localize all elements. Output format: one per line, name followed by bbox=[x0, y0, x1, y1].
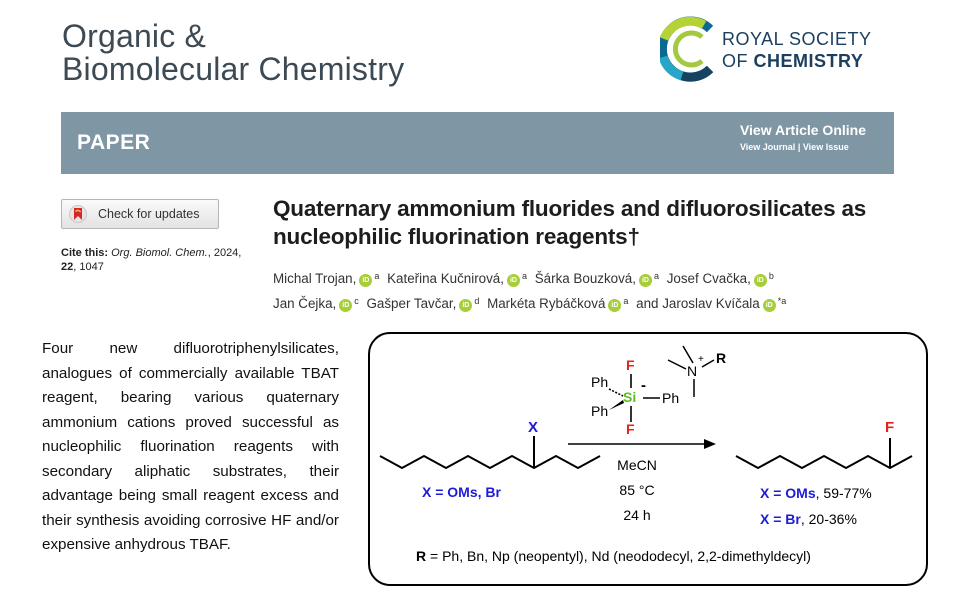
reagent-f-top: F bbox=[626, 357, 635, 373]
product-chain bbox=[735, 454, 913, 470]
cation-charge-plus: + bbox=[698, 354, 704, 365]
reactant-atom-x: X bbox=[528, 419, 538, 436]
bookmark-refresh-icon bbox=[69, 205, 87, 223]
orcid-icon[interactable]: iD bbox=[753, 274, 767, 287]
cation-r-bond bbox=[701, 359, 715, 368]
reagent-ph-left-bottom: Ph bbox=[591, 403, 608, 419]
reagent-si: Si bbox=[623, 389, 636, 405]
article-title: Quaternary ammonium fluorides and difluo… bbox=[273, 196, 867, 249]
view-article-online-link[interactable]: View Article Online bbox=[739, 122, 866, 138]
author-3[interactable]: Josef Cvačka, bbox=[666, 271, 751, 286]
cation-n: N bbox=[687, 363, 697, 379]
author-5-affiliation: d bbox=[474, 296, 480, 306]
journal-title-line2: Biomolecular Chemistry bbox=[62, 51, 405, 87]
orcid-icon[interactable]: iD bbox=[506, 274, 520, 287]
yield-br: X = Br, 20-36% bbox=[760, 511, 857, 527]
r-definition-text: = Ph, Bn, Np (neopentyl), Nd (neododecyl… bbox=[426, 548, 811, 564]
link-separator: | bbox=[795, 142, 803, 152]
author-6-affiliation: a bbox=[623, 296, 629, 306]
reagent-ph-wedge-bond bbox=[609, 400, 624, 410]
yield-oms-label: X = OMs bbox=[760, 485, 816, 501]
author-7-affiliation: *a bbox=[777, 296, 787, 306]
yield-oms: X = OMs, 59-77% bbox=[760, 485, 872, 501]
publisher-line1: ROYAL SOCIETY bbox=[722, 29, 872, 49]
author-0[interactable]: Michal Trojan, bbox=[273, 271, 357, 286]
author-7[interactable]: and Jaroslav Kvíčala bbox=[636, 296, 760, 311]
yield-oms-value: , 59-77% bbox=[816, 485, 872, 501]
reagent-ph-left-top: Ph bbox=[591, 374, 608, 390]
article-type-label: PAPER bbox=[77, 131, 151, 154]
author-6[interactable]: Markéta Rybáčková bbox=[487, 296, 606, 311]
article-type-banner: PAPER View Article Online View Journal |… bbox=[61, 112, 894, 174]
reagent-charge-minus: - bbox=[641, 377, 646, 394]
citation-pages: , 1047 bbox=[73, 261, 104, 273]
orcid-icon[interactable]: iD bbox=[762, 299, 776, 312]
yield-br-label: X = Br bbox=[760, 511, 801, 527]
author-4-affiliation: c bbox=[354, 296, 359, 306]
author-5[interactable]: Gašper Tavčar, bbox=[366, 296, 457, 311]
condition-temperature: 85 °C bbox=[619, 482, 654, 498]
rsc-logo-icon[interactable] bbox=[660, 16, 900, 82]
cation-r: R bbox=[716, 350, 726, 366]
author-0-affiliation: a bbox=[374, 271, 380, 281]
citation-year: , 2024, bbox=[207, 247, 242, 259]
citation-prefix: Cite this: bbox=[61, 247, 109, 259]
journal-title: Organic & Biomolecular Chemistry bbox=[62, 20, 404, 86]
reaction-scheme-svg: X X = OMs, Br F Si - F Ph Ph Ph N + R Me… bbox=[379, 345, 913, 564]
check-for-updates-button[interactable]: Check for updates bbox=[61, 199, 219, 229]
reagent-ph-hashed-bond bbox=[608, 388, 624, 397]
reagent-ph-right: Ph bbox=[662, 390, 679, 406]
product-atom-f: F bbox=[885, 419, 894, 436]
r-definition: R = Ph, Bn, Np (neopentyl), Nd (neododec… bbox=[416, 548, 811, 564]
publisher-name: ROYAL SOCIETY OF CHEMISTRY bbox=[722, 28, 872, 72]
orcid-icon[interactable]: iD bbox=[339, 299, 353, 312]
author-2[interactable]: Šárka Bouzková, bbox=[534, 271, 636, 286]
reagent-f-bottom: F bbox=[626, 421, 635, 437]
reactant-chain bbox=[379, 454, 601, 470]
cation-methyl-bond bbox=[682, 345, 694, 364]
cation-methyl-bond bbox=[667, 359, 687, 370]
citation: Cite this: Org. Biomol. Chem., 2024, 22,… bbox=[61, 246, 241, 274]
citation-volume: 22 bbox=[61, 261, 74, 273]
arrowhead-icon bbox=[704, 439, 716, 449]
r-definition-label: R bbox=[416, 548, 426, 564]
view-issue-link[interactable]: View Issue bbox=[802, 142, 849, 152]
orcid-icon[interactable]: iD bbox=[459, 299, 473, 312]
check-for-updates-label: Check for updates bbox=[98, 207, 200, 221]
reaction-scheme: X X = OMs, Br F Si - F Ph Ph Ph N + R Me… bbox=[368, 332, 928, 586]
orcid-icon[interactable]: iD bbox=[359, 274, 373, 287]
orcid-icon[interactable]: iD bbox=[608, 299, 622, 312]
citation-journal: Org. Biomol. Chem. bbox=[111, 247, 208, 259]
author-2-affiliation: a bbox=[653, 271, 659, 281]
condition-solvent: MeCN bbox=[617, 457, 657, 473]
view-journal-link[interactable]: View Journal bbox=[739, 142, 796, 152]
author-1[interactable]: Kateřina Kučnirová, bbox=[387, 271, 504, 286]
author-3-affiliation: b bbox=[768, 271, 774, 281]
orcid-icon[interactable]: iD bbox=[638, 274, 652, 287]
publisher-line2-prefix: OF bbox=[722, 51, 754, 71]
publisher-line2-bold: CHEMISTRY bbox=[753, 51, 864, 71]
author-1-affiliation: a bbox=[521, 271, 527, 281]
abstract-text: Four new difluorotriphenylsilicates, ana… bbox=[42, 340, 339, 553]
reactant-label: X = OMs, Br bbox=[422, 484, 502, 500]
author-4[interactable]: Jan Čejka, bbox=[273, 296, 337, 311]
yield-br-value: , 20-36% bbox=[801, 511, 857, 527]
journal-title-line1: Organic & bbox=[62, 18, 207, 54]
condition-time: 24 h bbox=[623, 507, 650, 523]
